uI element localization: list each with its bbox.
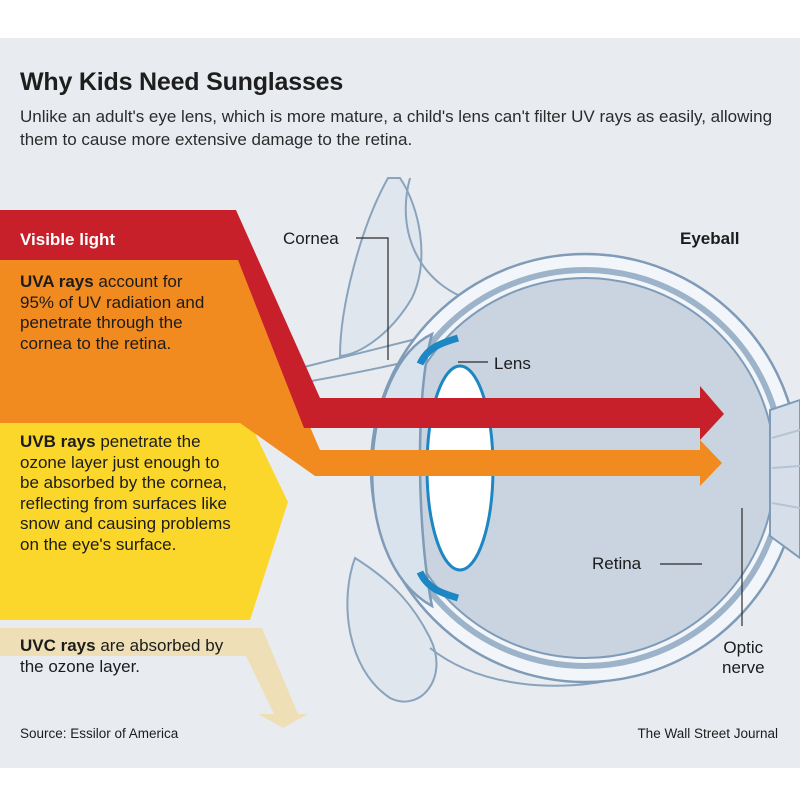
uvb-heading: UVB rays xyxy=(20,432,96,451)
publisher-credit: The Wall Street Journal xyxy=(637,726,778,741)
uva-heading: UVA rays xyxy=(20,272,94,291)
iris xyxy=(416,334,460,602)
visible-band xyxy=(0,210,724,440)
uva-text: account for 95% of UV radiation and pene… xyxy=(20,272,205,353)
leader-lines xyxy=(356,237,743,626)
optic-nerve-label-line1: Optic xyxy=(723,638,764,657)
uvb-band xyxy=(0,423,288,620)
visible-light-label: Visible light xyxy=(20,230,116,249)
uvc-description: UVC rays are absorbed by the ozone layer… xyxy=(20,636,240,677)
page-subtitle: Unlike an adult's eye lens, which is mor… xyxy=(20,107,773,149)
eyeball-label: Eyeball xyxy=(680,229,740,248)
retina-label: Retina xyxy=(592,554,642,573)
uva-description: UVA rays account for 95% of UV radiation… xyxy=(20,272,210,354)
uvb-text: penetrate the ozone layer just enough to… xyxy=(20,432,231,554)
uvb-description: UVB rays penetrate the ozone layer just … xyxy=(20,432,235,555)
light-bands xyxy=(0,210,724,728)
source-credit: Source: Essilor of America xyxy=(20,726,179,741)
page-title: Why Kids Need Sunglasses xyxy=(20,68,344,96)
uva-band xyxy=(0,260,722,486)
infographic-card: Why Kids Need Sunglasses Unlike an adult… xyxy=(0,38,800,768)
uvc-heading: UVC rays xyxy=(20,636,96,655)
eye-diagram xyxy=(0,177,800,728)
uvc-text: are absorbed by the ozone layer. xyxy=(20,636,224,676)
cornea-label: Cornea xyxy=(283,229,339,248)
optic-nerve-label-line2: nerve xyxy=(722,658,765,677)
lens-label: Lens xyxy=(494,354,531,373)
uvc-band xyxy=(0,628,308,728)
optic-nerve xyxy=(769,398,800,560)
